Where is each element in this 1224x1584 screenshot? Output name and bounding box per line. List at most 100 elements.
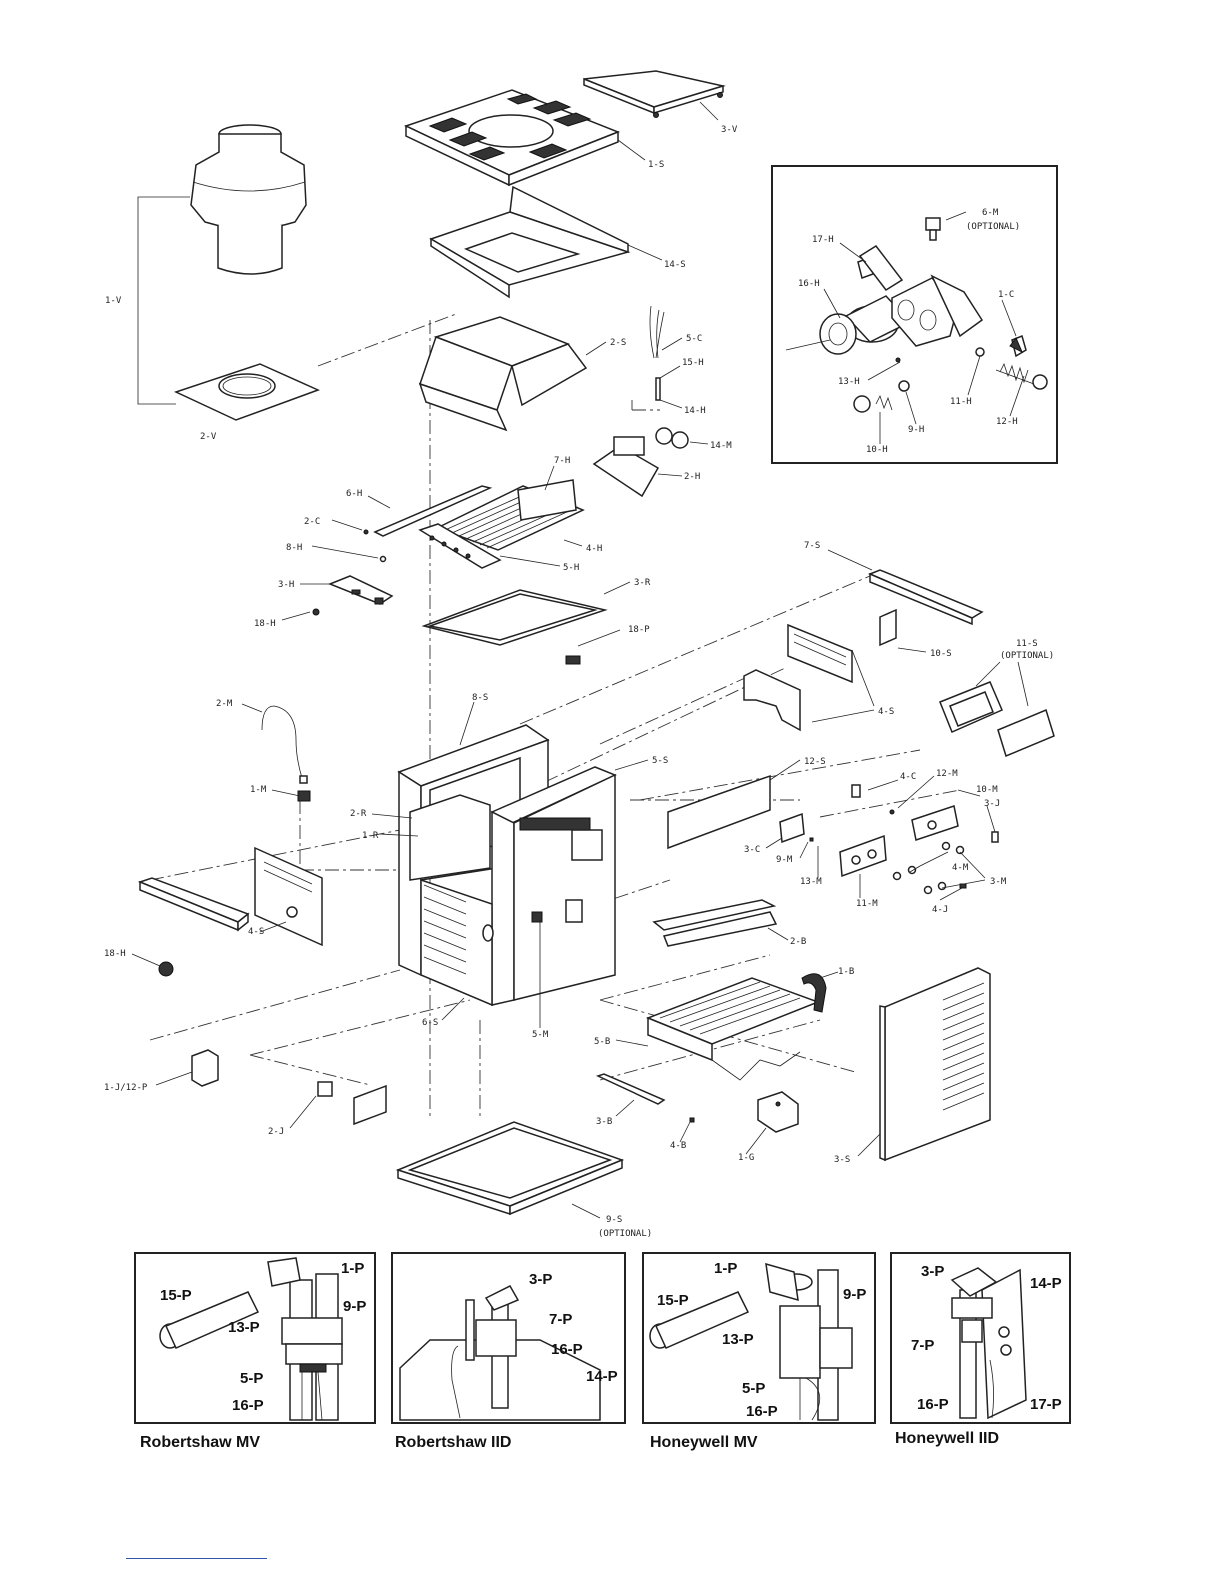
honeywell-iid-label-17-p: 17-P (1030, 1396, 1062, 1413)
panel-robertshaw-mv: 15-P 1-P 13-P 9-P 5-P 16-P Robertshaw MV (134, 1252, 376, 1451)
label-1-g: 1-G (738, 1153, 754, 1163)
baffle-rod (373, 485, 493, 537)
label-3-s: 3-S (834, 1155, 850, 1165)
panel-caption-honeywell-mv: Honeywell MV (650, 1434, 758, 1451)
bolt (655, 377, 661, 401)
junction-box (191, 1049, 219, 1087)
label-4-s-rear: 4-S (878, 707, 894, 717)
burner-tray-rail (652, 899, 778, 947)
label-4-h: 4-H (586, 544, 602, 554)
inset-label-10-h: 10-H (866, 445, 888, 455)
left-rail (137, 877, 250, 932)
honeywell-iid-label-3-p: 3-P (921, 1263, 944, 1280)
label-3-h: 3-H (278, 580, 294, 590)
label-5-m: 5-M (532, 1030, 549, 1040)
label-18-p: 18-P (628, 625, 650, 635)
label-6-h: 6-H (346, 489, 362, 499)
leader-lines (131, 101, 1029, 1219)
inset-label-9-h: 9-H (908, 425, 924, 435)
label-15-h: 15-H (682, 358, 704, 368)
panel-honeywell-mv: 1-P 15-P 9-P 13-P 5-P 16-P Honeywell MV (642, 1252, 876, 1451)
label-14-s: 14-S (664, 260, 686, 270)
honeywell-iid-label-14-p: 14-P (1030, 1275, 1062, 1292)
label-5-h: 5-H (563, 563, 579, 573)
robertshaw-mv-label-16-p: 16-P (232, 1397, 264, 1414)
label-2-r: 2-R (350, 809, 367, 819)
label-2-c: 2-C (304, 517, 320, 527)
panel-caption-honeywell-iid: Honeywell IID (895, 1430, 999, 1447)
inset-label-1-c: 1-C (998, 290, 1014, 300)
label-5-s: 5-S (652, 756, 668, 766)
label-9-m: 9-M (776, 855, 793, 865)
inlet-fitting (158, 961, 174, 977)
label-3-c: 3-C (744, 845, 760, 855)
robertshaw-mv-label-1-p: 1-P (341, 1260, 364, 1277)
label-14-h: 14-H (684, 406, 706, 416)
inset-label-6-m-optional: (OPTIONAL) (966, 222, 1020, 232)
vent-bracket (137, 196, 190, 405)
panel-caption-robertshaw-iid: Robertshaw IID (395, 1434, 511, 1451)
inset-label-13-h: 13-H (838, 377, 860, 387)
robertshaw-iid-label-7-p: 7-P (549, 1311, 572, 1328)
drain-plug (312, 608, 320, 616)
vent-cap (190, 124, 307, 275)
label-4-m: 4-M (952, 863, 969, 873)
label-2-h: 2-H (684, 472, 700, 482)
label-11-m: 11-M (856, 899, 878, 909)
header-inset: 6-M (OPTIONAL) 17-H 16-H 1-C 13-H 11-H 1… (771, 165, 1058, 464)
thermostat-sensor (261, 705, 311, 802)
rear-bracket (743, 669, 801, 732)
inset-label-16-h: 16-H (798, 279, 820, 289)
robertshaw-mv-label-15-p: 15-P (160, 1287, 192, 1304)
label-12-m: 12-M (936, 769, 958, 779)
trim-plate (997, 708, 1055, 758)
inset-labels: 6-M (OPTIONAL) 17-H 16-H 1-C 13-H 11-H 1… (798, 208, 1020, 455)
access-cover (353, 1084, 387, 1126)
label-7-h: 7-H (554, 456, 570, 466)
control-components (779, 784, 999, 895)
label-18-h-top: 18-H (254, 619, 276, 629)
label-14-m: 14-M (710, 441, 732, 451)
panel-honeywell-iid: 3-P 14-P 7-P 16-P 17-P Honeywell IID (890, 1252, 1071, 1447)
honeywell-mv-label-5-p: 5-P (742, 1380, 765, 1397)
left-side-panel (254, 846, 323, 947)
label-3-b: 3-B (596, 1117, 612, 1127)
inset-label-6-m: 6-M (982, 208, 999, 218)
bypass-valve (592, 427, 689, 498)
heat-exchanger-tubes (435, 479, 585, 551)
label-2-b: 2-B (790, 937, 806, 947)
label-1-s: 1-S (648, 160, 664, 170)
front-header (418, 523, 502, 569)
robertshaw-mv-label-13-p: 13-P (228, 1319, 260, 1336)
label-13-m: 13-M (800, 877, 822, 887)
honeywell-mv-label-15-p: 15-P (657, 1292, 689, 1309)
label-8-h: 8-H (286, 543, 302, 553)
top-panel (404, 89, 621, 187)
label-4-j: 4-J (932, 905, 948, 915)
label-4-c: 4-C (900, 772, 916, 782)
base-tray (395, 1121, 625, 1216)
manifold-rail (595, 1073, 666, 1105)
corner-bracket (879, 608, 897, 647)
refractory-tray (421, 589, 608, 646)
part-labels: 1-V 2-V 3-V 1-S 14-S 2-S 5-C 15-H 14-H 1… (104, 125, 1054, 1239)
robertshaw-iid-label-3-p: 3-P (529, 1271, 552, 1288)
label-2-v: 2-V (200, 432, 217, 442)
label-1-j-12-p: 1-J/12-P (104, 1083, 148, 1093)
label-4-b: 4-B (670, 1141, 686, 1151)
label-5-b: 5-B (594, 1037, 610, 1047)
inset-label-11-h: 11-H (950, 397, 972, 407)
robertshaw-iid-label-16-p: 16-P (551, 1341, 583, 1358)
label-4-s-left: 4-S (248, 927, 264, 937)
cabinet-louvers (423, 884, 467, 975)
honeywell-mv-label-9-p: 9-P (843, 1286, 866, 1303)
ignition-module (317, 1081, 333, 1097)
label-9-s-optional: (OPTIONAL) (598, 1229, 652, 1239)
label-12-s: 12-S (804, 757, 826, 767)
label-8-s: 8-S (472, 693, 488, 703)
label-3-j: 3-J (984, 799, 1000, 809)
label-1-r: 1-R (362, 831, 379, 841)
label-11-s: 11-S (1016, 639, 1038, 649)
gas-valve (757, 1091, 799, 1133)
label-1-v: 1-V (105, 296, 122, 306)
